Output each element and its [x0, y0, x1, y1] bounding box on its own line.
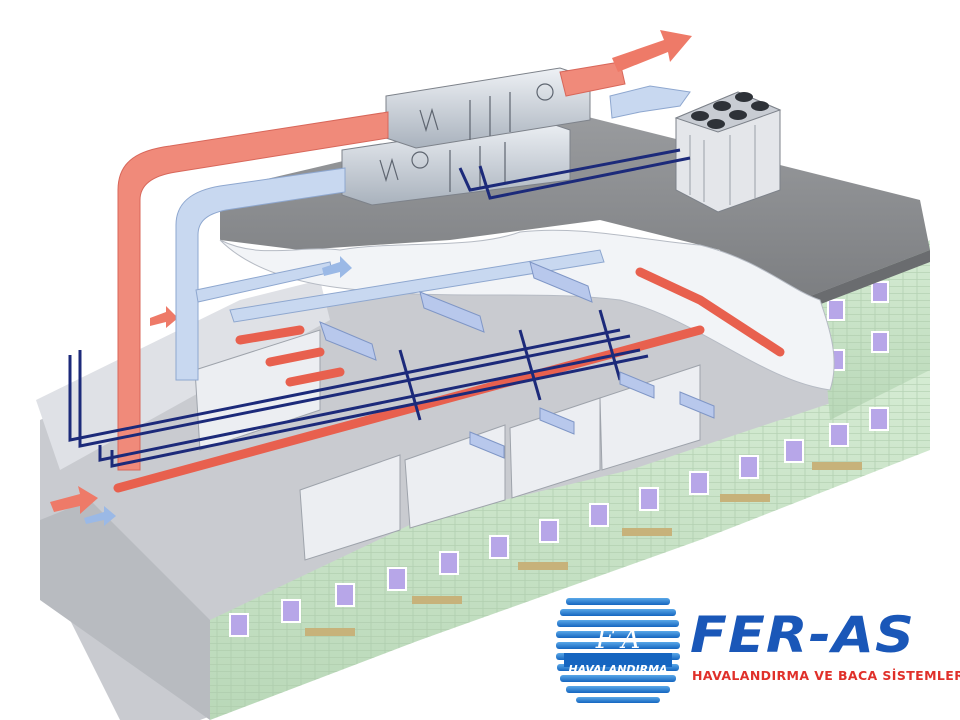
fan-coil-unit-icon [319, 261, 715, 459]
logo-monogram: F-A HAVALANDIRMA [568, 625, 667, 676]
logo-monogram-text: F-A [595, 625, 640, 655]
facade-windows [229, 281, 889, 637]
window-sills [305, 462, 862, 636]
supply-arrow-icon [84, 256, 352, 526]
airflow-arrow-icon [50, 30, 692, 514]
interior-rooms [194, 329, 701, 561]
brand-tagline: HAVALANDIRMA VE BACA SİSTEMLERİ [692, 668, 960, 683]
rooftop-chiller-icon [674, 91, 782, 213]
air-handling-unit-icon [341, 67, 591, 206]
logo-badge-text: HAVALANDIRMA [568, 663, 667, 676]
building-facade [40, 240, 930, 720]
chilled-water-pipes [68, 148, 691, 468]
fer-as-logo-badge [556, 590, 680, 710]
company-logo: F-A HAVALANDIRMA FER-AS HAVALANDIRMA VE … [552, 586, 960, 714]
exhaust-duct [117, 61, 626, 471]
supply-duct [175, 85, 691, 381]
brand-name: FER-AS [690, 606, 915, 664]
